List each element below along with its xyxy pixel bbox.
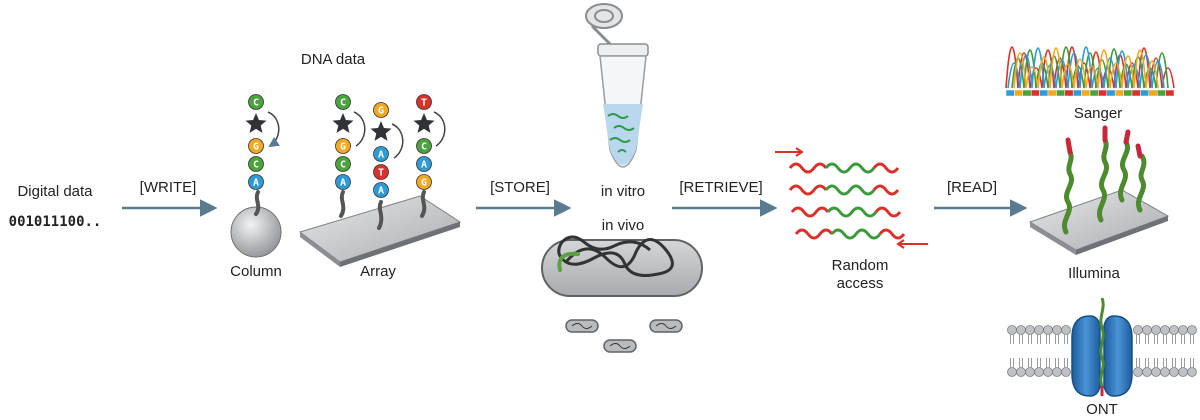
binary-string: 001011100..	[9, 214, 102, 230]
nucleotide-A: A	[373, 146, 389, 162]
svg-text:A: A	[378, 186, 384, 197]
illumina-flowcell-icon	[1028, 125, 1170, 255]
svg-text:A: A	[340, 178, 346, 189]
svg-text:C: C	[340, 98, 346, 109]
digital-data-label: Digital data	[17, 183, 93, 200]
nucleotide-A: A	[335, 174, 351, 190]
nucleotide-C: C	[335, 94, 351, 110]
small-cells	[565, 319, 683, 353]
nucleotide-A: A	[373, 182, 389, 198]
write-label: [WRITE]	[140, 179, 197, 196]
bacterium-icon	[541, 235, 703, 297]
nucleotide-G: G	[416, 174, 432, 190]
svg-text:C: C	[253, 160, 259, 171]
svg-text:G: G	[378, 106, 384, 117]
svg-text:G: G	[253, 142, 259, 153]
svg-text:A: A	[378, 150, 384, 161]
nucleotide-G: G	[373, 102, 389, 118]
nucleotide-T: T	[416, 94, 432, 110]
retrieve-label: [RETRIEVE]	[679, 179, 762, 196]
in-vitro-label: in vitro	[601, 183, 645, 200]
nucleotide-C: C	[248, 94, 264, 110]
svg-text:A: A	[421, 160, 427, 171]
nucleotide-T: T	[373, 164, 389, 180]
column-label: Column	[230, 263, 282, 280]
column-bead-icon	[230, 206, 282, 258]
nucleotide-C: C	[248, 156, 264, 172]
store-label: [STORE]	[490, 179, 550, 196]
nucleotide-C: C	[335, 156, 351, 172]
illumina-label: Illumina	[1068, 265, 1120, 282]
svg-text:G: G	[340, 142, 346, 153]
nucleotide-C: C	[416, 138, 432, 154]
star-icon	[332, 113, 354, 133]
ont-nanopore-icon	[1007, 297, 1197, 397]
star-icon	[245, 113, 267, 133]
array-label: Array	[360, 263, 396, 280]
svg-text:C: C	[421, 142, 427, 153]
read-label: [READ]	[947, 179, 997, 196]
sanger-label: Sanger	[1074, 105, 1122, 122]
nucleotide-G: G	[248, 138, 264, 154]
column-linker	[254, 190, 261, 216]
random-access-label-2: access	[837, 275, 884, 292]
in-vivo-label: in vivo	[602, 217, 645, 234]
svg-text:G: G	[421, 178, 427, 189]
sanger-chromatogram-icon	[1005, 46, 1175, 97]
svg-text:C: C	[340, 160, 346, 171]
svg-text:A: A	[253, 178, 259, 189]
random-access-strands	[775, 147, 928, 249]
nucleotide-A: A	[248, 174, 264, 190]
svg-text:T: T	[378, 168, 384, 179]
star-icon	[370, 121, 392, 141]
dna-data-label: DNA data	[301, 51, 366, 68]
ont-label: ONT	[1086, 401, 1118, 418]
nucleotide-G: G	[335, 138, 351, 154]
svg-text:C: C	[253, 98, 259, 109]
random-access-label-1: Random	[832, 257, 889, 274]
tube-icon	[585, 3, 649, 168]
star-icon	[413, 113, 435, 133]
nucleotide-A: A	[416, 156, 432, 172]
svg-text:T: T	[421, 98, 427, 109]
